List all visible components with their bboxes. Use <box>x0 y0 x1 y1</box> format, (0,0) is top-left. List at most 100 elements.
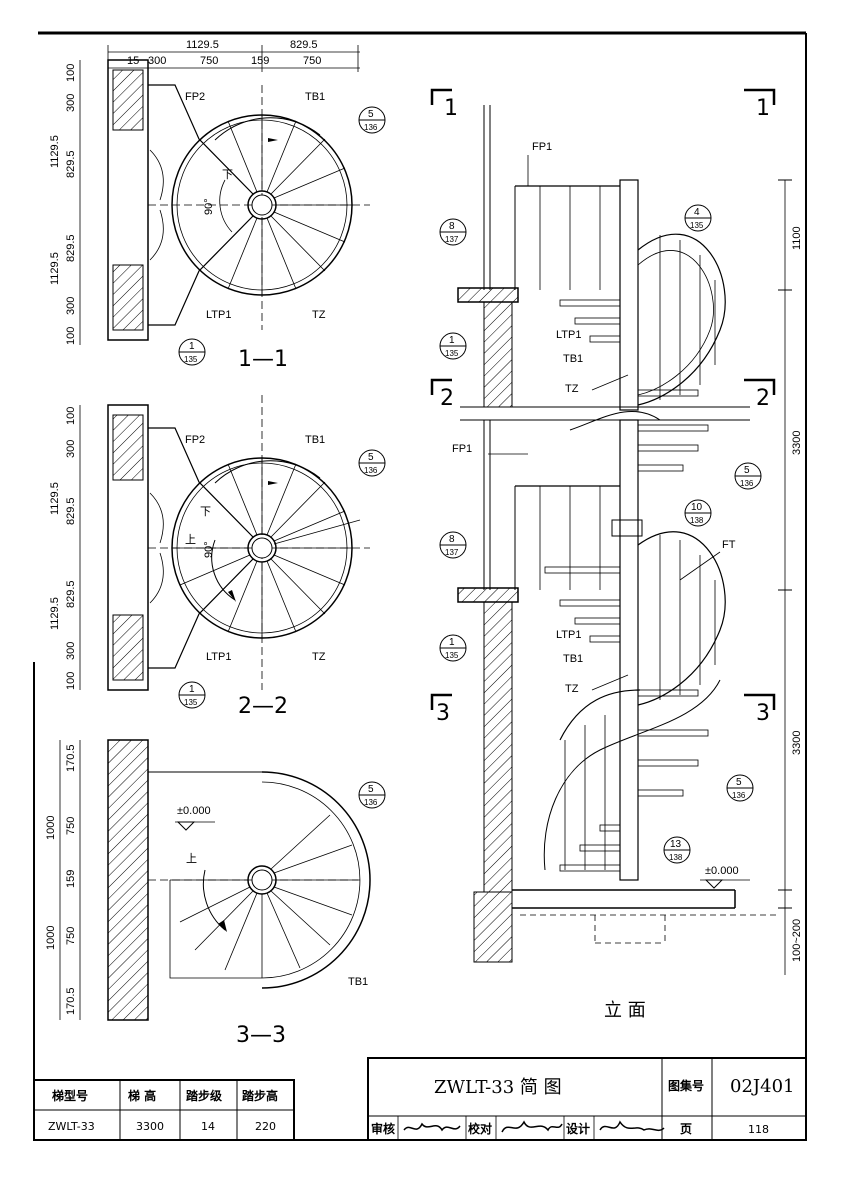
section-mark-1-right: 1 <box>756 96 770 121</box>
dim-left-3: 750 <box>65 817 77 835</box>
svg-text:1: 1 <box>189 341 195 352</box>
svg-text:10: 10 <box>691 502 703 513</box>
svg-text:5: 5 <box>744 465 750 476</box>
svg-text:5: 5 <box>368 784 374 795</box>
dim-top-1: 1129.5 <box>186 39 219 51</box>
dim-sub-5: 750 <box>303 55 321 67</box>
svg-text:137: 137 <box>445 235 459 244</box>
dim-left-4: 829.5 <box>65 497 77 525</box>
dim-left-2: 300 <box>65 94 77 112</box>
dim-left-1: 100 <box>65 407 77 425</box>
section-mark-1-left: 1 <box>444 96 458 121</box>
page-label: 页 <box>680 1122 692 1136</box>
plan-view-3-3: 170.5 1000 750 159 1000 750 170.5 ±0.000… <box>45 739 386 1048</box>
svg-text:136: 136 <box>364 466 378 475</box>
caption-2-2: 2—2 <box>238 694 288 719</box>
svg-text:135: 135 <box>445 651 459 660</box>
reviewer-signature <box>403 1122 461 1132</box>
checker-signature <box>501 1120 563 1133</box>
svg-text:135: 135 <box>184 355 198 364</box>
section-mark-3-right: 3 <box>756 701 770 726</box>
plan-view-2-2: 100 300 1129.5 829.5 829.5 1129.5 300 10… <box>49 395 386 719</box>
label-tb1-lower: TB1 <box>563 653 583 665</box>
label-elevation-zero: ±0.000 <box>705 865 739 877</box>
dim-right-4: 100~200 <box>791 919 803 962</box>
label-up: 上 <box>186 852 197 865</box>
label-up: 上 <box>185 533 196 546</box>
label-tz: TZ <box>312 651 326 663</box>
caption-3-3: 3—3 <box>236 1023 286 1048</box>
label-angle: 90° <box>203 541 215 558</box>
label-tb1: TB1 <box>305 434 325 446</box>
svg-text:136: 136 <box>364 123 378 132</box>
designer-signature <box>599 1120 665 1132</box>
dim-left-7: 300 <box>65 297 77 315</box>
svg-text:136: 136 <box>740 479 754 488</box>
dim-sub-3: 750 <box>200 55 218 67</box>
dim-left-1: 100 <box>65 64 77 82</box>
dim-left-8: 100 <box>65 327 77 345</box>
svg-text:4: 4 <box>694 207 700 218</box>
label-ltp1-upper: LTP1 <box>556 329 581 341</box>
label-tb1: TB1 <box>348 976 368 988</box>
dim-left-5: 829.5 <box>65 580 77 608</box>
label-tb1-upper: TB1 <box>563 353 583 365</box>
table-header-height: 梯 高 <box>128 1088 156 1103</box>
label-tz-upper: TZ <box>565 383 579 395</box>
svg-text:136: 136 <box>732 791 746 800</box>
dim-left-6: 750 <box>65 927 77 945</box>
ref-5-136: 5 136 <box>358 781 386 809</box>
dim-left-4: 829.5 <box>65 150 77 178</box>
plan-view-1-1: 1129.5 829.5 15 300 750 159 750 100 300 … <box>49 39 386 372</box>
svg-text:1: 1 <box>189 684 195 695</box>
page-number: 118 <box>748 1123 769 1136</box>
table-cell-steps: 14 <box>201 1120 215 1133</box>
dim-left-4: 159 <box>65 870 77 888</box>
section-mark-2-left: 2 <box>440 386 454 411</box>
label-tz-lower: TZ <box>565 683 579 695</box>
table-header-steps: 踏步级 <box>186 1088 222 1103</box>
dim-left-2: 300 <box>65 440 77 458</box>
label-angle: 90° <box>203 198 215 215</box>
caption-1-1: 1—1 <box>238 347 288 372</box>
dim-left-6: 1129.5 <box>49 252 61 285</box>
dim-left-1: 170.5 <box>65 744 77 772</box>
svg-text:1: 1 <box>449 335 455 346</box>
label-elevation: ±0.000 <box>177 805 211 817</box>
table-header-model: 梯型号 <box>52 1088 88 1103</box>
title-block: ZWLT-33 简 图 图集号 02J401 审核 校对 设计 页 118 <box>367 1057 807 1141</box>
ref-5-136: 5 136 <box>358 449 386 477</box>
label-fp1-upper: FP1 <box>532 141 552 153</box>
svg-text:135: 135 <box>445 349 459 358</box>
label-tb1: TB1 <box>305 91 325 103</box>
check-label: 校对 <box>468 1121 492 1136</box>
section-mark-3-left: 3 <box>436 701 450 726</box>
svg-text:8: 8 <box>449 221 455 232</box>
table-cell-step-height: 220 <box>255 1120 276 1133</box>
dim-sub-1: 15 <box>127 55 139 67</box>
svg-text:13: 13 <box>670 839 682 850</box>
caption-elevation: 立 面 <box>604 1000 646 1021</box>
dim-right-2: 3300 <box>791 431 803 455</box>
label-tz: TZ <box>312 309 326 321</box>
label-fp2: FP2 <box>185 91 205 103</box>
dim-left-7: 170.5 <box>65 987 77 1015</box>
svg-text:8: 8 <box>449 534 455 545</box>
ref-1-135: 1 135 <box>178 681 206 709</box>
ref-1-135: 1 135 <box>178 338 206 366</box>
dim-right-1: 1100 <box>791 226 803 250</box>
dim-left-8: 100 <box>65 672 77 690</box>
review-label: 审核 <box>371 1121 395 1136</box>
dim-left-6: 1129.5 <box>49 597 61 630</box>
dim-sub-4: 159 <box>251 55 269 67</box>
label-ft: FT <box>722 539 736 551</box>
dim-left-2: 1000 <box>45 816 57 840</box>
dim-left-3: 1129.5 <box>49 482 61 515</box>
